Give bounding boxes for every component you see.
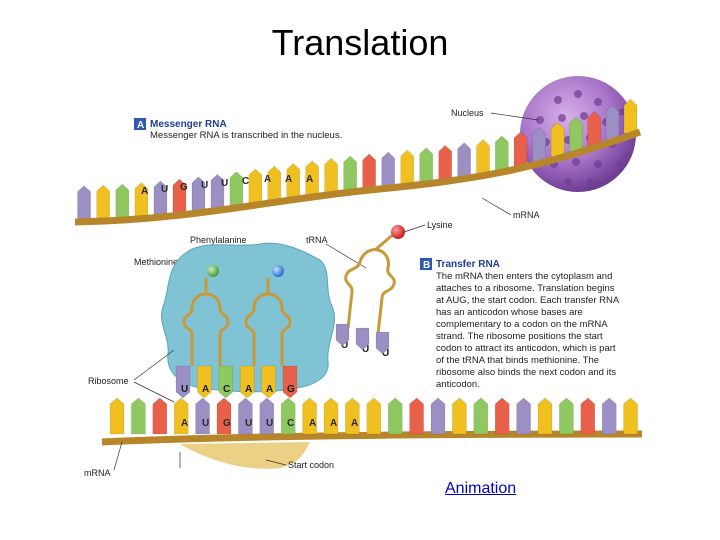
anticodon-4: A [245,384,252,395]
methionine-amino-acid [207,265,219,277]
top-base-1: A [141,186,148,197]
label-trna: tRNA [306,235,328,245]
label-lysine: Lysine [427,220,453,230]
panel-b-line-1: The mRNA then enters the cytoplasm and [436,271,612,282]
top-mrna-base-peg [363,154,376,188]
top-mrna-base-peg [514,132,527,166]
top-mrna-base-peg [78,186,91,220]
bottom-codon-letters: A U G U U C A A A [181,418,358,429]
panel-b-caption: B Transfer RNA The mRNA then enters the … [420,258,620,390]
bottom-base-8: A [330,418,337,429]
panel-b-badge-letter: B [423,260,430,271]
bottom-mrna-base-peg [452,398,466,434]
top-base-6: C [242,176,249,187]
bottom-mrna-base-peg [131,398,145,434]
top-mrna-base-peg [439,145,452,179]
bottom-mrna-base-peg [495,398,509,434]
top-base-5: U [221,178,228,189]
anticodon-5: A [266,384,273,395]
bottom-mrna-base-peg [110,398,124,434]
top-mrna-base-peg [344,156,357,190]
top-mrna-base-peg [401,150,414,184]
bottom-mrna-base-peg [538,398,552,434]
panel-b-line-9: ribosome also binds the next codon and i… [436,367,616,378]
top-mrna-base-peg [325,158,338,192]
bottom-mrna-base-peg [602,398,616,434]
bottom-base-1: A [181,418,188,429]
label-mrna-bottom: mRNA [84,468,111,478]
bottom-base-6: C [287,418,294,429]
top-base-8: A [285,174,292,185]
bottom-mrna-base-peg [624,398,638,434]
bottom-base-3: G [223,418,231,429]
slide-title: Translation [0,22,720,64]
top-base-2: U [161,184,168,195]
panel-a-heading: Messenger RNA [150,119,227,130]
panel-b-line-5: complementary to a codon on the mRNA [436,319,608,330]
top-base-4: U [201,180,208,191]
label-methionine: Methionine [134,257,178,267]
anticodon-1: U [181,384,188,395]
top-mrna-base-peg [458,143,471,177]
bottom-mrna-base-peg [388,398,402,434]
anticodon-6: G [287,384,295,395]
lysine-amino-acid [391,225,405,239]
label-nucleus: Nucleus [451,108,484,118]
top-base-3: G [180,182,188,193]
anticodon-2: A [202,384,209,395]
top-mrna-base-peg [382,152,395,186]
top-mrna-base-peg [230,172,243,206]
top-mrna-base-peg [570,117,583,151]
top-base-7: A [264,174,271,185]
bottom-mrna-bases [110,398,638,434]
bottom-base-4: U [245,418,252,429]
bottom-mrna-base-peg [431,398,445,434]
bottom-mrna-base-peg [559,398,573,434]
bottom-mrna-base-peg [474,398,488,434]
panel-b-line-8: of the tRNA that binds methionine. The [436,355,599,366]
top-mrna-base-peg [624,99,637,133]
bottom-base-5: U [266,418,273,429]
translation-diagram: A U G U U C A A A A Messenger RNA Messen… [70,72,650,482]
panel-b-line-3: at AUG, the start codon. Each transfer R… [436,295,620,306]
bottom-base-9: A [351,418,358,429]
top-mrna-base-peg [533,128,546,162]
label-mrna-top: mRNA [513,210,540,220]
bottom-base-2: U [202,418,209,429]
animation-link[interactable]: Animation [445,480,516,498]
label-phenylalanine: Phenylalanine [190,235,247,245]
top-mrna-base-peg [588,112,601,146]
free-trna [346,232,396,334]
top-mrna-base-peg [97,185,110,219]
panel-a-caption: A Messenger RNA Messenger RNA is transcr… [134,118,342,141]
bottom-mrna-base-peg [581,398,595,434]
label-ribosome: Ribosome [88,376,129,386]
top-base-9: A [306,174,313,185]
bottom-mrna-base-peg [367,398,381,434]
panel-b-line-7: codon to attract its anticodon, which is… [436,343,616,354]
panel-b-line-10: anticodon. [436,379,480,390]
bottom-base-7: A [309,418,316,429]
top-mrna-base-peg [606,106,619,140]
label-start-codon: Start codon [288,460,334,470]
top-mrna-base-peg [249,169,262,203]
panel-b-line-6: strand. The ribosome positions the start [436,331,603,342]
panel-b-line-2: attaches to a ribosome. Translation begi… [436,283,615,294]
top-mrna-base-peg [116,184,129,218]
top-mrna-base-peg [420,148,433,182]
bottom-mrna-base-peg [517,398,531,434]
bottom-mrna-base-peg [153,398,167,434]
anticodon-3: C [223,384,230,395]
top-mrna-base-peg [495,136,508,170]
top-mrna-base-peg [551,123,564,157]
panel-a-badge-letter: A [137,120,144,131]
bottom-mrna-backbone [102,434,642,442]
bottom-mrna-base-peg [410,398,424,434]
phenylalanine-amino-acid [272,265,284,277]
top-mrna-base-peg [477,140,490,174]
panel-b-heading: Transfer RNA [436,259,500,270]
panel-a-text: Messenger RNA is transcribed in the nucl… [150,130,342,141]
panel-b-line-4: has an anticodon whose bases are [436,307,583,318]
